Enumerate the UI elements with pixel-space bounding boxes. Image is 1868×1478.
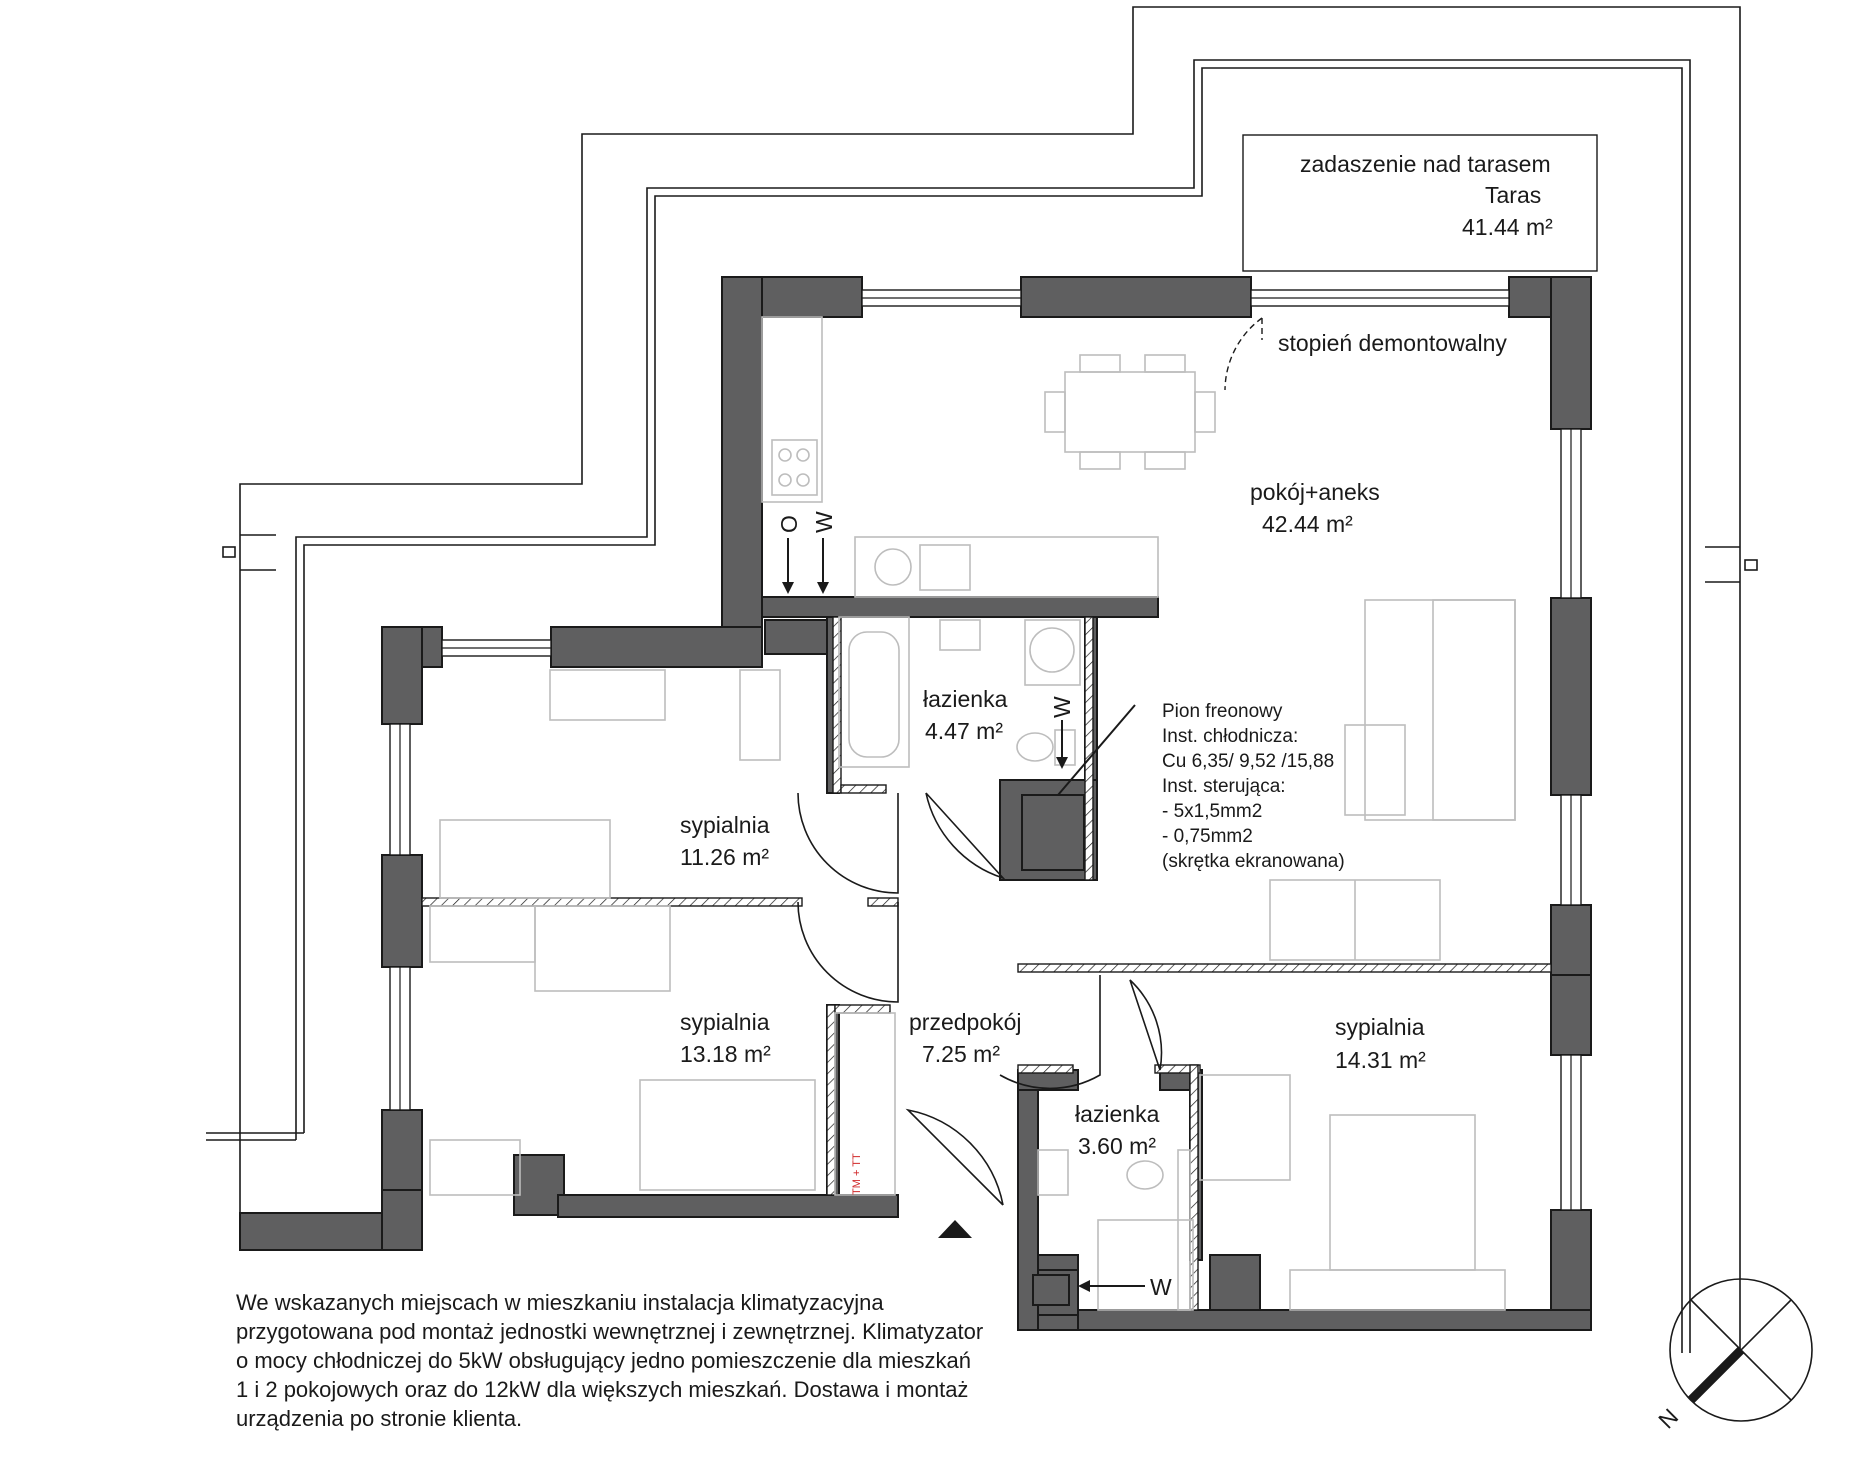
installation-line: Inst. chłodnicza: [1162,726,1298,747]
installation-line: Cu 6,35/ 9,52 /15,88 [1162,751,1334,772]
water-w-bath2-label: W [1150,1274,1172,1300]
water-w-label: W [811,511,837,533]
terrace-outline [206,6,1758,1353]
air-conditioning-note: We wskazanych miejscach w mieszkaniu ins… [236,1288,1016,1433]
terrace-roof-label: zadaszenie nad tarasem [1300,151,1551,177]
tm-tt-label: TM + TT [851,1153,863,1195]
bed1-area: 11.26 m² [680,844,769,870]
north-label: N [1653,1403,1683,1433]
bed3-area: 14.31 m² [1335,1047,1426,1073]
note-line: 1 i 2 pokojowych oraz do 12kW dla większ… [236,1377,969,1402]
hall-name: przedpokój [909,1009,1022,1035]
drain-o-label: O [776,515,802,533]
terrace-area: 41.44 m² [1462,214,1553,240]
bath1-area: 4.47 m² [925,718,1003,744]
installation-pointer [1057,704,1136,796]
installation-note: Pion freonowy Inst. chłodnicza: Cu 6,35/… [1162,701,1345,872]
note-line: urządzenia po stronie klienta. [236,1406,523,1431]
bath2-area: 3.60 m² [1078,1133,1156,1159]
bed3-name: sypialnia [1335,1014,1425,1040]
doors [797,317,1263,1238]
bed2-area: 13.18 m² [680,1041,771,1067]
living-area: 42.44 m² [1262,511,1353,537]
bath2-name: łazienka [1075,1101,1160,1127]
hall-area: 7.25 m² [922,1041,1000,1067]
installation-line: - 0,75mm2 [1162,826,1253,847]
note-line: o mocy chłodniczej do 5kW obsługujący je… [236,1348,971,1373]
entrance-marker [938,1220,972,1238]
installation-line: Pion freonowy [1162,701,1283,722]
installation-line: (skrętka ekranowana) [1162,851,1345,872]
walls [239,276,1592,1331]
partitions [421,616,1552,1311]
drain-markers [782,538,1145,1292]
terrace-name: Taras [1485,182,1541,208]
installation-line: - 5x1,5mm2 [1162,801,1262,822]
windows [389,289,1582,1211]
terrace-roof-outline [1242,134,1598,272]
furniture [429,316,1516,1311]
bed2-name: sypialnia [680,1009,770,1035]
removable-step-label: stopień demontowalny [1278,330,1507,356]
living-name: pokój+aneks [1250,479,1380,505]
north-compass: N [1653,1278,1813,1434]
water-w-bath1-label: W [1049,696,1075,718]
note-line: przygotowana pod montaż jednostki wewnęt… [236,1319,984,1344]
note-line: We wskazanych miejscach w mieszkaniu ins… [236,1290,884,1315]
installation-line: Inst. sterująca: [1162,776,1286,797]
bath1-name: łazienka [923,686,1008,712]
bed1-name: sypialnia [680,812,770,838]
